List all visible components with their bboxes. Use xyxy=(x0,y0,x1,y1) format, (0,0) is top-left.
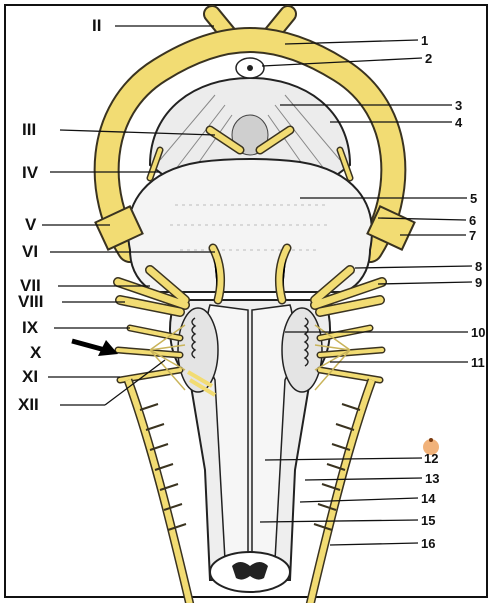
olive-right xyxy=(282,308,322,392)
label-III: III xyxy=(22,120,36,139)
label-X: X xyxy=(30,343,42,362)
label-II: II xyxy=(92,16,101,35)
label-5: 5 xyxy=(470,191,477,206)
label-IX: IX xyxy=(22,318,39,337)
label-15: 15 xyxy=(421,513,435,528)
label-XI: XI xyxy=(22,367,38,386)
label-2: 2 xyxy=(425,51,432,66)
label-XII: XII xyxy=(18,395,39,414)
label-4: 4 xyxy=(455,115,463,130)
label-VI: VI xyxy=(22,242,38,261)
label-IV: IV xyxy=(22,163,39,182)
label-11: 11 xyxy=(471,355,485,370)
label-7: 7 xyxy=(469,228,476,243)
number-labels: 1 2 3 4 5 6 7 8 9 10 11 12 13 14 15 16 xyxy=(421,33,485,551)
label-8: 8 xyxy=(475,259,482,274)
pons xyxy=(128,159,372,292)
label-6: 6 xyxy=(469,213,476,228)
label-12: 12 xyxy=(424,451,438,466)
label-3: 3 xyxy=(455,98,462,113)
label-9: 9 xyxy=(475,275,482,290)
label-10: 10 xyxy=(471,325,485,340)
medulla-oblongata xyxy=(170,300,330,592)
label-1: 1 xyxy=(421,33,428,48)
label-14: 14 xyxy=(421,491,436,506)
arrow-pointer xyxy=(72,340,118,356)
roman-labels: II III IV V VI VII VIII IX X XI XII xyxy=(18,16,101,414)
label-VIII: VIII xyxy=(18,292,44,311)
label-13: 13 xyxy=(425,471,439,486)
label-16: 16 xyxy=(421,536,435,551)
label-V: V xyxy=(25,215,37,234)
